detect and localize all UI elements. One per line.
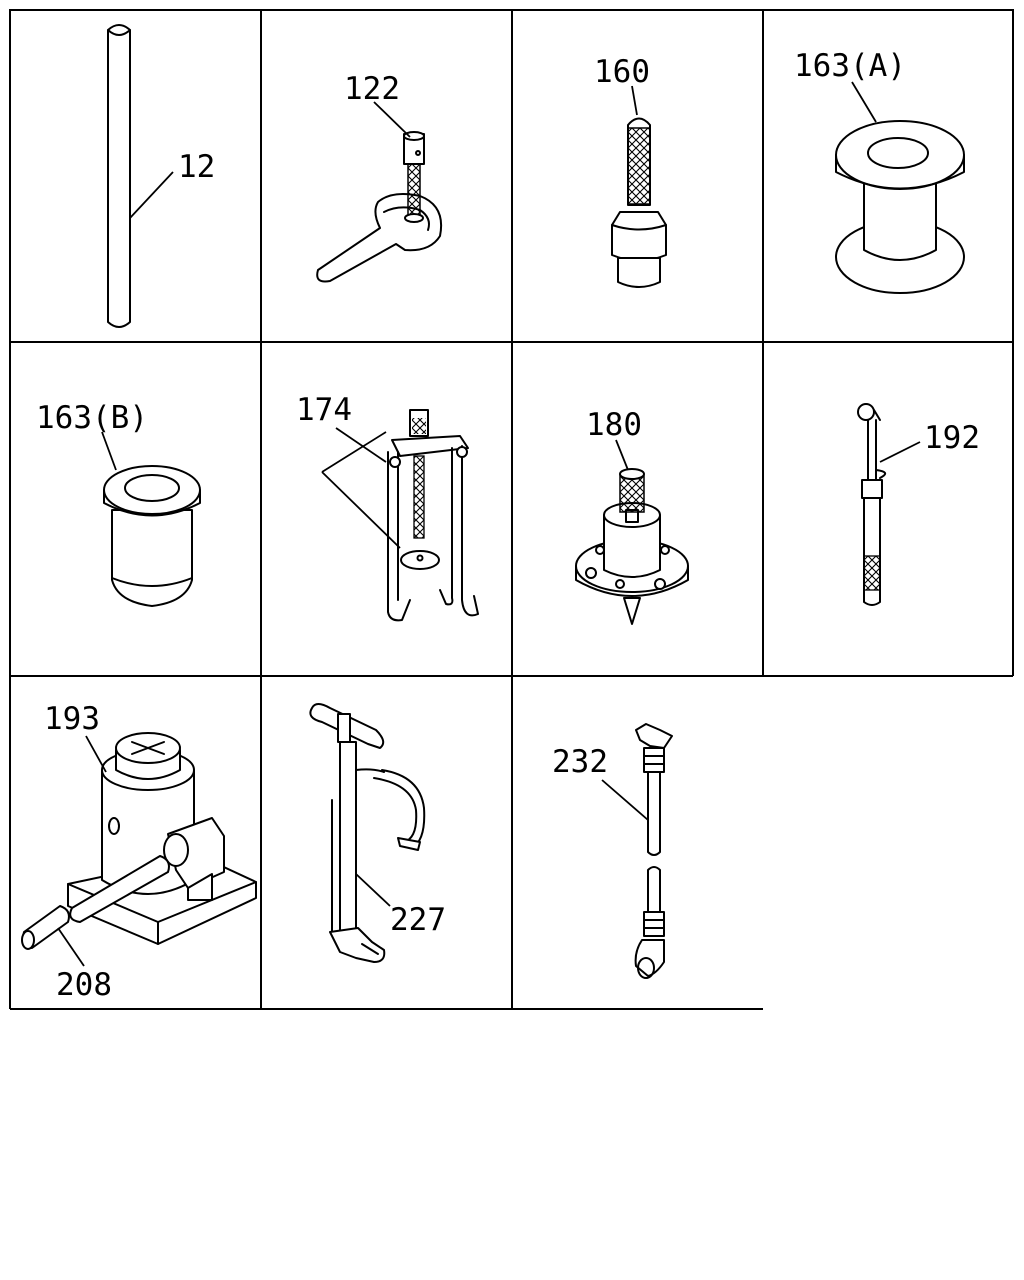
- rod-illustration: [107, 24, 131, 328]
- bushing-illustration: [103, 465, 201, 607]
- probe-illustration: [857, 403, 887, 606]
- leader-line-174c: [321, 471, 401, 549]
- leader-line-122: [373, 101, 411, 138]
- part-cell-122[interactable]: 122: [316, 71, 442, 283]
- part-cell-12[interactable]: 12: [107, 24, 215, 328]
- part-label-180: 180: [586, 407, 642, 443]
- part-cell-227[interactable]: 227: [309, 703, 446, 963]
- part-cell-180[interactable]: 180: [575, 407, 689, 625]
- flanged-tool-illustration: [575, 468, 689, 625]
- bottle-jack-illustration: [67, 732, 257, 945]
- part-label-174: 174: [296, 392, 352, 428]
- part-label-192: 192: [924, 420, 980, 456]
- part-cell-192[interactable]: 192: [857, 403, 980, 606]
- floor-pump-illustration: [309, 703, 426, 963]
- part-label-163A: 163(A): [794, 48, 906, 84]
- spanner-illustration: [316, 131, 442, 283]
- part-label-227: 227: [390, 902, 446, 938]
- grid-frame: [9, 9, 1014, 1010]
- part-cell-160[interactable]: 160: [594, 54, 667, 288]
- leader-line-232: [601, 779, 649, 821]
- knurled-tool-illustration: [611, 117, 667, 288]
- extension-bar-illustration: [634, 723, 673, 979]
- part-cell-163A[interactable]: 163(A): [794, 48, 965, 294]
- leader-line-180: [615, 439, 629, 471]
- part-label-12: 12: [178, 149, 215, 185]
- spool-illustration: [835, 120, 965, 294]
- leader-line-174a: [335, 427, 387, 463]
- leader-line-163A: [851, 81, 877, 123]
- leader-line-192: [879, 441, 921, 463]
- jack-handle-illustration: [21, 905, 70, 950]
- part-cell-193[interactable]: 193 208: [21, 701, 257, 1003]
- leader-line-227: [355, 873, 391, 907]
- leader-line-208: [57, 927, 85, 967]
- leader-line-12: [129, 171, 174, 219]
- part-cell-232[interactable]: 232: [552, 723, 673, 979]
- part-cell-174[interactable]: 174: [296, 392, 479, 622]
- part-label-163B: 163(B): [36, 400, 148, 436]
- leader-line-174b: [321, 431, 387, 473]
- puller-illustration: [387, 409, 479, 622]
- part-label-232: 232: [552, 744, 608, 780]
- part-label-122: 122: [344, 71, 400, 107]
- leader-line-193: [85, 735, 107, 773]
- part-label-193: 193: [44, 701, 100, 737]
- part-label-208: 208: [56, 967, 112, 1003]
- leader-line-163B: [101, 431, 117, 471]
- leader-line-160: [631, 85, 638, 116]
- part-label-160: 160: [594, 54, 650, 90]
- part-cell-163B[interactable]: 163(B): [36, 400, 201, 607]
